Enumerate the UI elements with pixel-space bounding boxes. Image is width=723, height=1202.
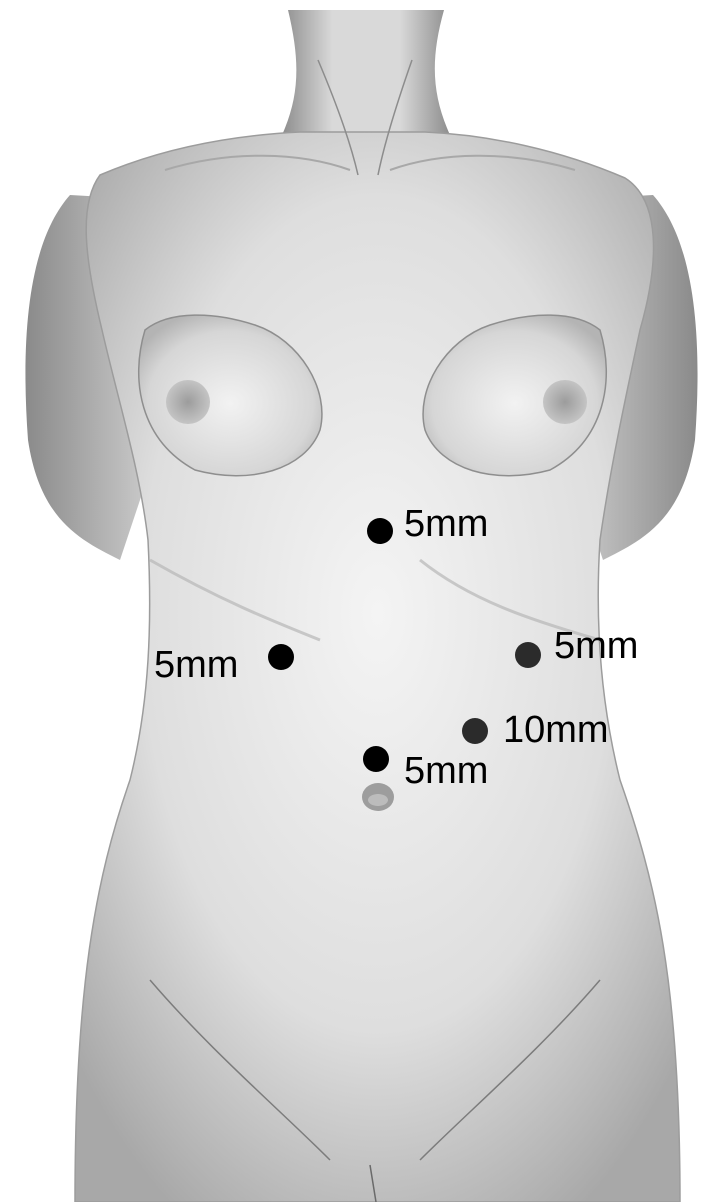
trocar-port-label: 5mm xyxy=(404,750,488,792)
trocar-port-marker xyxy=(363,746,389,772)
trocar-port-label: 5mm xyxy=(154,644,238,686)
trocar-port-label: 5mm xyxy=(554,625,638,667)
trocar-port-marker xyxy=(515,642,541,668)
nipple-left xyxy=(166,380,210,424)
trocar-port-marker xyxy=(268,644,294,670)
trocar-port-marker xyxy=(462,718,488,744)
trocar-port-label: 10mm xyxy=(503,709,609,751)
trocar-port-label: 5mm xyxy=(404,503,488,545)
nipple-right xyxy=(543,380,587,424)
trocar-port-marker xyxy=(367,518,393,544)
umbilicus-highlight xyxy=(368,794,388,806)
neck xyxy=(282,10,450,135)
